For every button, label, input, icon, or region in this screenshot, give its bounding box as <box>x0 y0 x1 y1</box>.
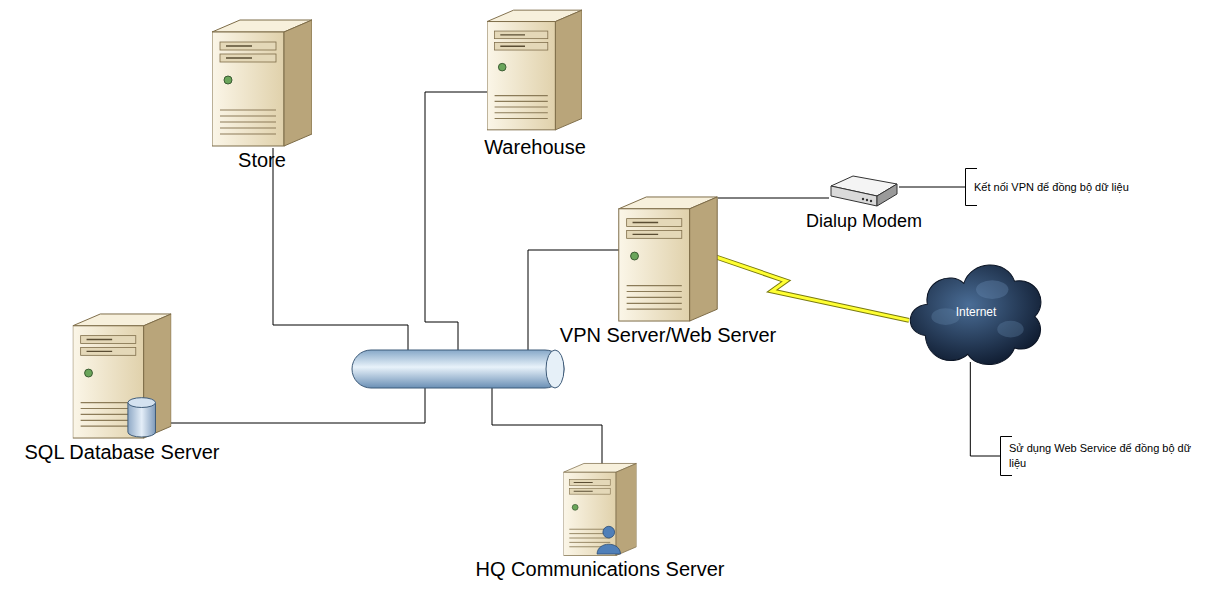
connector-line <box>718 198 829 199</box>
dialup-modem: Dialup Modem <box>804 172 924 232</box>
node-label: Store <box>210 148 314 172</box>
node-label: VPN Server/Web Server <box>558 323 778 347</box>
node-label: Warehouse <box>482 135 588 159</box>
connector-line <box>899 187 965 188</box>
database-server-icon <box>67 312 177 440</box>
warehouse-server: Warehouse <box>482 5 588 159</box>
communications-server-icon <box>560 462 640 557</box>
communications-server: HQ Communications Server <box>474 462 727 581</box>
backbone-pipe <box>352 350 564 388</box>
store-server: Store <box>210 18 314 172</box>
store-server-icon <box>212 18 312 148</box>
callout-bracket: Sử dụng Web Service để đồng bộ dữ liệu <box>1000 436 1214 476</box>
bus-wires <box>160 92 620 468</box>
vpn-web-server: VPN Server/Web Server <box>558 195 778 347</box>
warehouse-server-icon <box>487 5 582 135</box>
node-label: Dialup Modem <box>804 210 924 232</box>
callout-bracket: Kết nối VPN để đồng bộ dữ liệu <box>965 168 1215 206</box>
node-label: SQL Database Server <box>23 440 222 464</box>
connector-line <box>970 362 1000 456</box>
node-label: Internet <box>956 305 997 319</box>
dialup-modem-icon <box>829 172 899 210</box>
internet-cloud: Internet <box>905 252 1047 372</box>
wireless-link <box>716 257 909 320</box>
node-label: Sử dụng Web Service để đồng bộ dữ liệu <box>1009 441 1210 471</box>
node-label: Kết nối VPN để đồng bộ dữ liệu <box>974 180 1129 195</box>
node-label: HQ Communications Server <box>474 557 727 581</box>
vpn-web-server-icon <box>618 195 718 323</box>
database-server: SQL Database Server <box>23 312 222 464</box>
